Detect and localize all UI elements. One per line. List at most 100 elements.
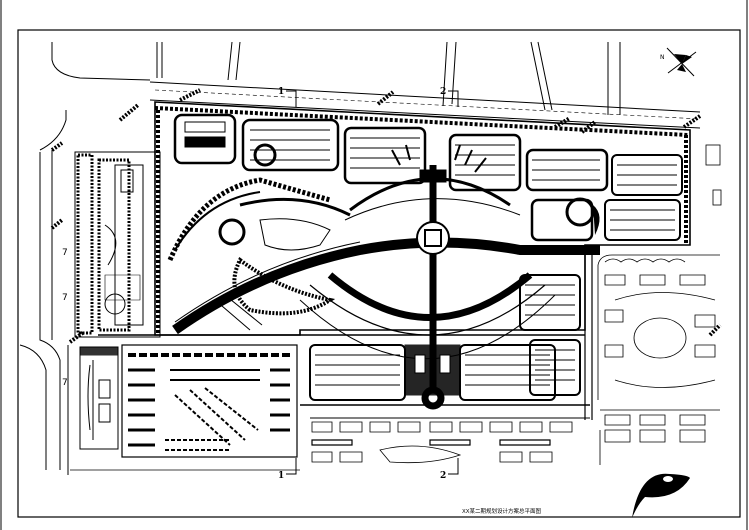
south-nbhd-row-1 [311, 421, 573, 433]
west-curve [19, 344, 47, 470]
section-marker-2-top: 2 [440, 87, 459, 107]
north-street-4a [530, 41, 546, 111]
e-green-fan [593, 205, 600, 235]
west-round-plaza [104, 293, 126, 315]
south-neighborhood [310, 417, 590, 464]
east-neighborhood [597, 144, 722, 465]
e-block-7 [530, 198, 594, 242]
section-marker-2-bottom: 2 [440, 458, 459, 481]
west-lake [259, 218, 331, 251]
ne-block-5 [525, 148, 609, 192]
central-plaza-core [424, 229, 442, 247]
sw-west-rows [128, 368, 155, 447]
north-road-edge-1 [149, 81, 701, 113]
leaf-logo-icon [632, 473, 690, 518]
north-axis-building [419, 169, 447, 183]
section-marker-line [286, 90, 297, 107]
west-road-mark-2: 7 [62, 293, 68, 303]
sc-block-2-rows [465, 354, 550, 386]
ne-block-6 [611, 154, 683, 196]
sw-east-rows [270, 368, 290, 432]
nw-building-1a [184, 121, 226, 133]
se-block-2 [529, 339, 581, 396]
north-boundary-trees [154, 106, 689, 137]
sw-tree-band [79, 346, 119, 356]
east-outside-building-2 [712, 189, 722, 206]
e-block-8-rows [610, 209, 675, 231]
tree-cluster-4 [553, 116, 572, 129]
tree-cluster-1 [118, 103, 140, 122]
north-street-4b [537, 41, 553, 111]
north-street-2b [235, 41, 241, 81]
drawing-title: XX某二期规划设计方案总平面图 [462, 507, 542, 515]
tree-cluster-7 [50, 218, 64, 230]
ne-block-6-rows [617, 164, 677, 186]
tree-cluster-10 [708, 323, 722, 337]
e-block-8 [604, 199, 681, 241]
sw-residential [121, 344, 298, 458]
park-garden [232, 256, 336, 316]
section-label: 1 [278, 87, 284, 97]
west-road-mark-3: 7 [62, 378, 68, 388]
south-nbhd-bars [311, 439, 551, 446]
section-marker-line [448, 90, 459, 107]
nw-block-2 [241, 118, 340, 172]
tree-cluster-8 [50, 141, 64, 152]
west-road-edge-1 [39, 110, 67, 470]
north-arrow-icon: N [660, 47, 697, 77]
east-nbhd-ring-1 [614, 292, 716, 301]
west-semicircle-plaza [104, 224, 117, 266]
sc-central-green [404, 344, 461, 396]
section-marker-1-bottom: 1 [278, 458, 297, 481]
tree-cluster-9 [68, 330, 86, 344]
section-label: 1 [278, 471, 284, 481]
south-nbhd-pond [379, 445, 462, 464]
sc-building-b [439, 354, 451, 374]
nw-block-1 [173, 113, 237, 165]
west-building-core [120, 169, 134, 193]
tree-clusters [50, 88, 722, 344]
west-building [114, 164, 144, 326]
south-nbhd-row-2 [311, 451, 553, 463]
north-street-3a [442, 41, 448, 107]
north-fan-rays [391, 144, 487, 173]
main-site [154, 101, 691, 336]
tree-cluster-2 [179, 88, 201, 102]
main-boulevard [172, 237, 600, 335]
west-road-mark-1: 7 [62, 248, 68, 258]
sc-block-1-rows [315, 354, 400, 386]
se-block [519, 274, 581, 331]
west-plaza-trees [97, 158, 131, 332]
se-block-rows [525, 284, 575, 316]
nw-block-2-rows [250, 129, 330, 161]
east-nbhd-ring-2 [614, 379, 716, 388]
sw-block [79, 346, 119, 450]
east-outside-building-1 [705, 144, 721, 166]
nw-road-curb [51, 42, 151, 81]
west-grid-plaza [104, 274, 141, 301]
west-block-outline [74, 151, 161, 338]
sc-block-1 [309, 344, 406, 401]
nw-round-plaza [253, 143, 277, 167]
east-nbhd-center-park [633, 317, 687, 359]
section-marker-line [286, 458, 297, 475]
south-central-blocks [309, 274, 581, 401]
sw-unit-1 [98, 379, 111, 399]
site-boundary [154, 101, 691, 336]
sc-building-a [414, 354, 426, 374]
north-street-2a [227, 41, 233, 81]
west-commercial-block [74, 151, 161, 338]
north-street-3b [451, 41, 457, 105]
section-label: 2 [440, 87, 446, 97]
n-block-4-rows [455, 144, 515, 176]
boulevard-edge [174, 241, 361, 323]
section-marker-line [448, 458, 459, 475]
section-marker-1-top: 1 [278, 87, 297, 107]
west-park-round [218, 218, 246, 246]
n-block-3 [343, 126, 427, 185]
nw-building-1b [184, 136, 226, 148]
north-arc-west [239, 197, 351, 217]
east-nbhd-border [597, 254, 720, 400]
north-road-edge-2 [149, 99, 701, 129]
